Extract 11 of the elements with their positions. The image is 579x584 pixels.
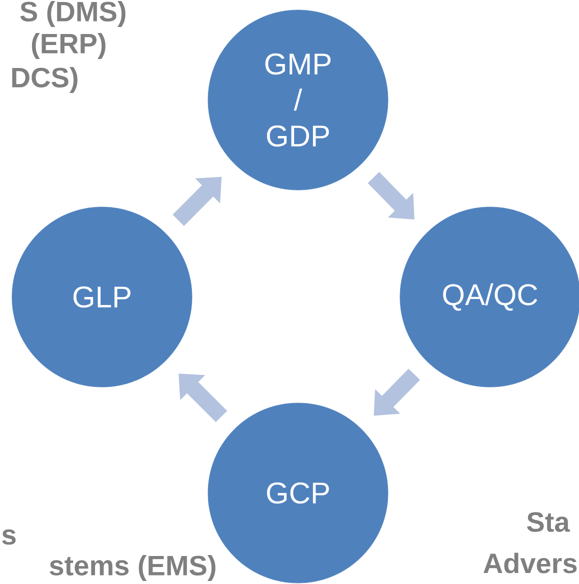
block-arrow: [368, 172, 414, 220]
circle-node: GLP: [12, 206, 192, 388]
label-text: (ERP): [32, 32, 106, 60]
circle-node: QA/QC: [400, 206, 579, 388]
label-text: s: [2, 529, 16, 545]
label-text: Advers: [484, 552, 577, 574]
label-text: Sta: [527, 512, 570, 532]
block-arrow: [178, 374, 228, 422]
label-text: DCS): [12, 66, 78, 94]
circle-node: GMP / GDP: [208, 10, 388, 190]
label-text: S (DMS): [20, 0, 126, 28]
